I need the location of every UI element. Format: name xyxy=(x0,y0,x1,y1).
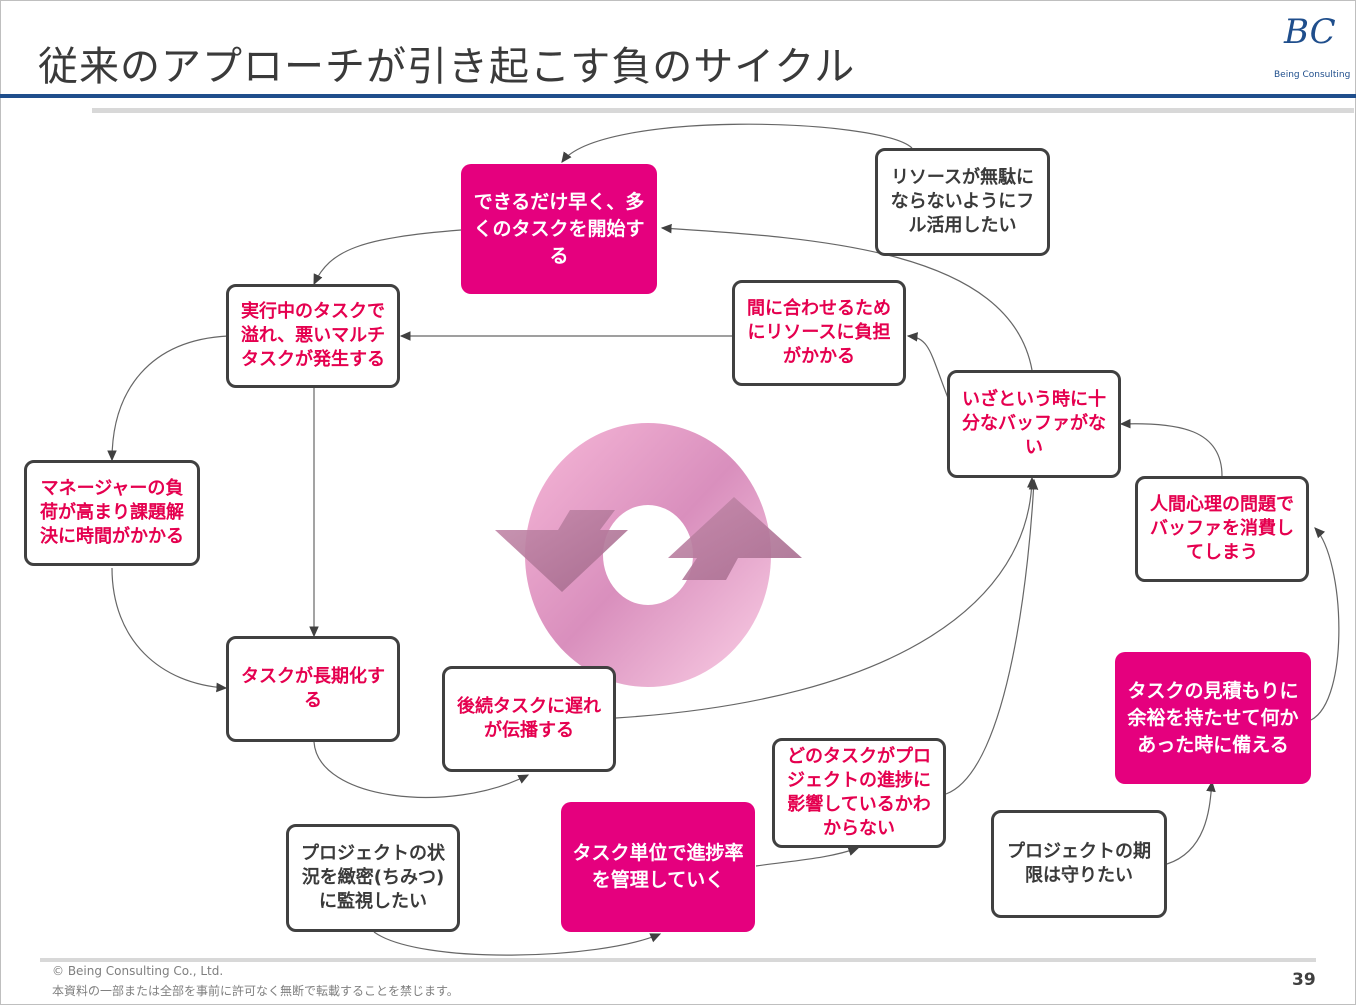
copyright-text: © Being Consulting Co., Ltd. xyxy=(52,964,224,978)
node-human-psychology: 人間心理の問題でバッファを消費してしまう xyxy=(1135,476,1309,582)
arrow-nobuffer-to-burden xyxy=(906,332,949,399)
page-number: 39 xyxy=(1292,970,1316,990)
node-start-tasks-label: できるだけ早く、多くのタスクを開始する xyxy=(473,190,645,267)
arrow-multitask-to-manager xyxy=(107,335,229,462)
arrow-nobuffer-to-start xyxy=(660,223,1033,371)
node-human-psychology-label: 人間心理の問題でバッファを消費してしまう xyxy=(1150,494,1294,563)
arrow-manage-to-unknown xyxy=(755,846,860,867)
arrow-deadline-to-estimate xyxy=(1166,780,1216,865)
node-manager-load: マネージャーの負荷が高まり課題解決に時間がかかる xyxy=(24,460,200,566)
arrow-delay-to-nobuffer xyxy=(615,476,1037,719)
node-monitor-closely-label: プロジェクトの状況を緻密(ちみつ)に監視したい xyxy=(301,843,445,912)
node-no-buffer: いざという時に十分なバッファがない xyxy=(947,370,1121,478)
node-resource-burden-label: 間に合わせるためにリソースに負担がかかる xyxy=(747,298,891,367)
node-estimate-margin: タスクの見積もりに余裕を持たせて何かあった時に備える xyxy=(1115,652,1311,784)
arrow-manager-to-longer xyxy=(111,567,228,693)
node-keep-deadline-label: プロジェクトの期限は守りたい xyxy=(1007,841,1151,886)
node-delay-spread-label: 後続タスクに遅れが伝播する xyxy=(457,696,601,741)
arrow-resource-to-start xyxy=(561,123,913,163)
node-start-tasks: できるだけ早く、多くのタスクを開始する xyxy=(461,164,657,294)
title-subdivider xyxy=(92,108,1354,113)
reprint-notice: 本資料の一部または全部を事前に許可なく無断で転載することを禁じます。 xyxy=(52,984,459,998)
node-multitask: 実行中のタスクで溢れ、悪いマルチタスクが発生する xyxy=(226,284,400,388)
slide-title: 従来のアプローチが引き起こす負のサイクル xyxy=(38,44,856,90)
node-delay-spread: 後続タスクに遅れが伝播する xyxy=(442,666,616,772)
node-manage-by-task-label: タスク単位で進捗率を管理していく xyxy=(572,842,744,891)
logo-mark: BC xyxy=(1284,12,1336,52)
arrow-start-to-multitask xyxy=(313,229,462,286)
arrow-estimate-to-psychology xyxy=(1310,527,1340,721)
node-manager-load-label: マネージャーの負荷が高まり課題解決に時間がかかる xyxy=(40,478,184,547)
node-keep-deadline: プロジェクトの期限は守りたい xyxy=(991,810,1167,918)
arrow-psychology-to-nobuffer xyxy=(1119,418,1223,477)
node-multitask-label: 実行中のタスクで溢れ、悪いマルチタスクが発生する xyxy=(240,301,386,370)
node-resource-burden: 間に合わせるためにリソースに負担がかかる xyxy=(732,280,906,386)
node-resource-full-use-label: リソースが無駄にならないようにフル活用したい xyxy=(890,167,1035,236)
node-manage-by-task: タスク単位で進捗率を管理していく xyxy=(561,802,755,932)
node-task-longer: タスクが長期化する xyxy=(226,636,400,742)
node-unknown-progress-label: どのタスクがプロジェクトの進捗に影響しているかわからない xyxy=(787,746,931,839)
footer-divider xyxy=(40,958,1316,962)
node-monitor-closely: プロジェクトの状況を緻密(ちみつ)に監視したい xyxy=(286,824,460,932)
node-estimate-margin-label: タスクの見積もりに余裕を持たせて何かあった時に備える xyxy=(1127,679,1299,756)
company-logo: BC Being Consulting xyxy=(1268,12,1351,84)
node-resource-full-use: リソースが無駄にならないようにフル活用したい xyxy=(875,148,1050,256)
node-unknown-progress: どのタスクがプロジェクトの進捗に影響しているかわからない xyxy=(772,738,946,848)
logo-text: Being Consulting xyxy=(1274,70,1351,80)
title-divider xyxy=(0,94,1356,98)
cycle-icon xyxy=(495,423,802,687)
arrow-unknown-to-nobuffer xyxy=(945,478,1039,795)
arrow-longer-to-delay xyxy=(313,741,530,798)
node-no-buffer-label: いざという時に十分なバッファがない xyxy=(962,389,1106,458)
node-task-longer-label: タスクが長期化する xyxy=(241,666,385,711)
arrow-monitor-to-manage xyxy=(373,931,662,956)
